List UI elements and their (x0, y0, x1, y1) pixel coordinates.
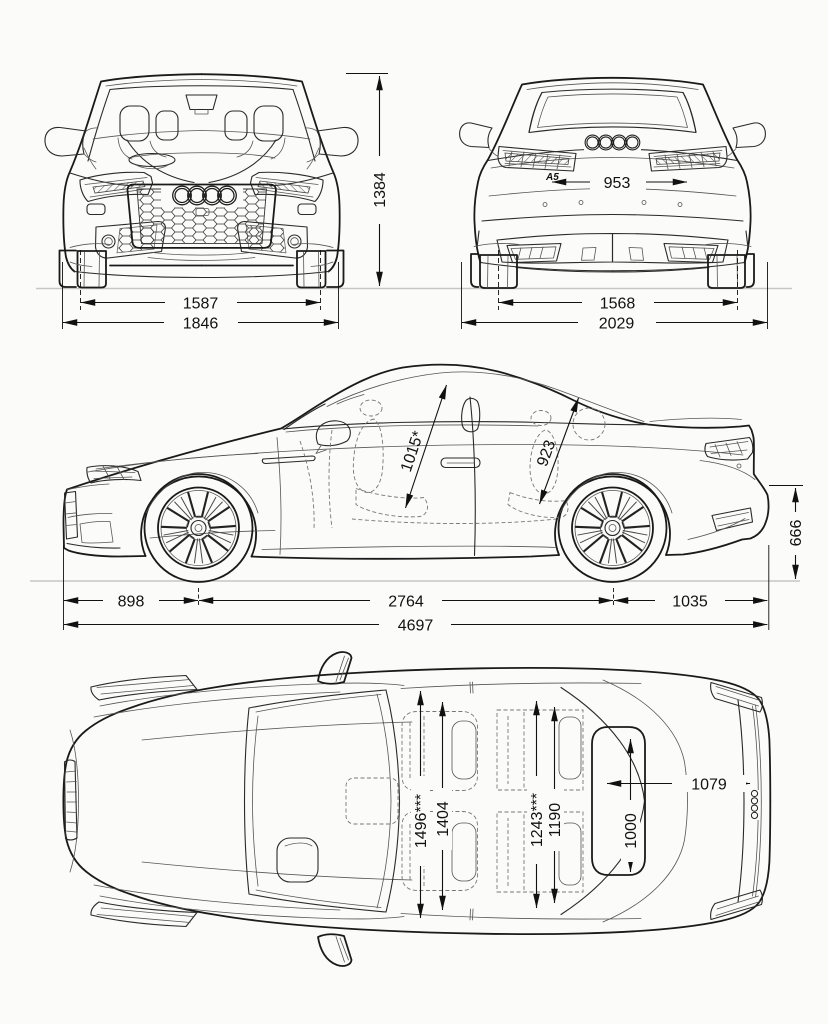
svg-text:898: 898 (118, 594, 145, 611)
svg-text:1384: 1384 (372, 172, 389, 208)
svg-text:1190: 1190 (547, 803, 564, 838)
svg-text:2029: 2029 (599, 316, 635, 333)
svg-text:1243***: 1243*** (529, 793, 546, 847)
svg-text:A5: A5 (545, 172, 559, 183)
svg-text:1404: 1404 (435, 801, 452, 837)
svg-text:1000: 1000 (623, 813, 640, 849)
svg-text:2764: 2764 (388, 594, 424, 611)
svg-text:1587: 1587 (183, 296, 219, 313)
svg-text:1496***: 1496*** (413, 794, 430, 848)
svg-text:1079: 1079 (691, 777, 727, 794)
svg-text:1035: 1035 (672, 594, 708, 611)
svg-text:1846: 1846 (183, 316, 219, 333)
svg-text:4697: 4697 (398, 618, 434, 635)
svg-text:666: 666 (788, 520, 805, 547)
svg-text:953: 953 (604, 175, 631, 192)
svg-text:1568: 1568 (600, 296, 636, 313)
